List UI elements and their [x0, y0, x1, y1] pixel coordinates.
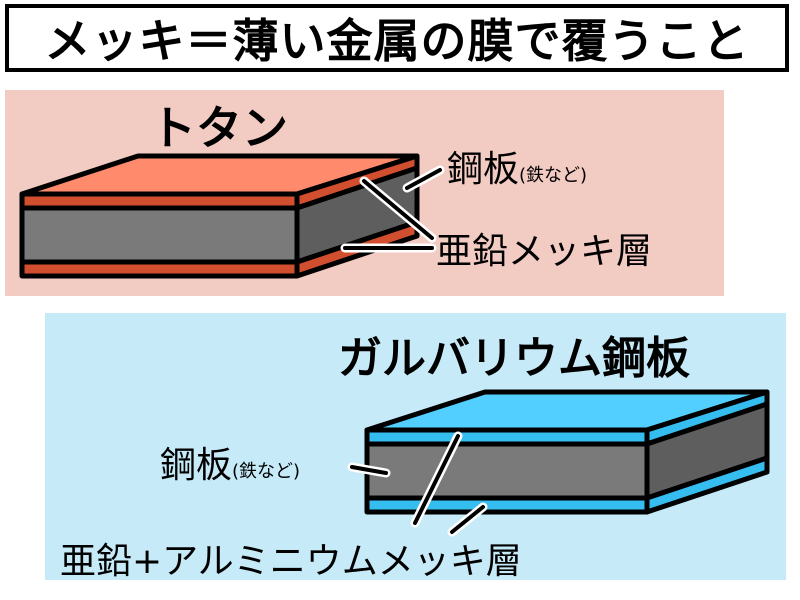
galvalume-label-plating: 亜鉛+アルミニウムメッキ層 [60, 541, 522, 582]
label-steel-text: 鋼板 [447, 149, 520, 190]
totan-leader-lines [340, 165, 445, 253]
galvalume-block [364, 389, 770, 515]
heading-galvalume: ガルバリウム鋼板 [338, 333, 690, 384]
label-steel-note: (鉄など) [519, 165, 588, 186]
heading-totan: トタン [150, 101, 288, 155]
page-title: メッキ＝薄い金属の膜で覆うこと [44, 14, 750, 68]
label-steel-note: (鉄など) [232, 461, 301, 482]
title-banner: メッキ＝薄い金属の膜で覆うこと [5, 4, 789, 72]
totan-label-plating: 亜鉛メッキ層 [436, 231, 653, 272]
totan-block [19, 153, 420, 279]
totan-label-steel: 鋼板(鉄など) [447, 140, 587, 192]
label-steel-text: 鋼板 [160, 445, 233, 486]
galvalume-label-steel: 鋼板(鉄など) [160, 436, 300, 488]
galvalume-leader-lines [347, 431, 488, 537]
